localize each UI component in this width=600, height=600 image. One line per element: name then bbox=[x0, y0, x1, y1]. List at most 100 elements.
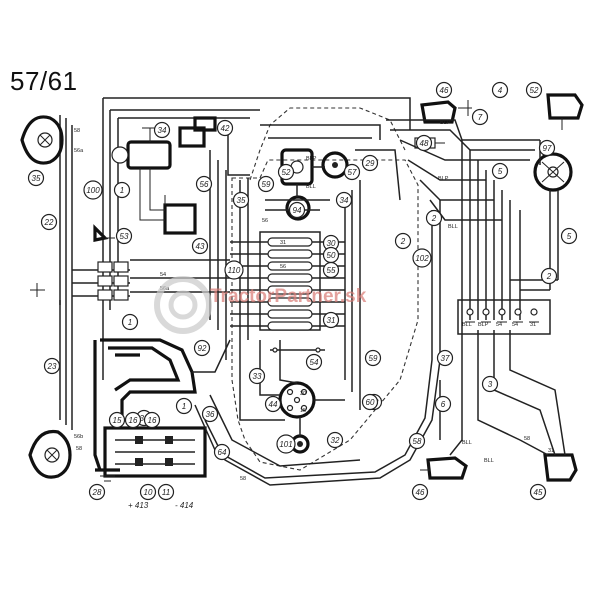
callout-52: 52 bbox=[525, 81, 543, 99]
callout-16: 16 bbox=[124, 411, 142, 429]
callout-5: 5 bbox=[560, 227, 578, 245]
terminal-strip-right bbox=[457, 299, 551, 335]
watermark-text: TractorPartner.sk bbox=[210, 286, 367, 307]
terminal-label: 15 bbox=[300, 408, 306, 414]
terminal-label: BLP bbox=[438, 176, 449, 182]
callout-28: 28 bbox=[88, 483, 106, 501]
callout-label: 32 bbox=[331, 436, 340, 445]
callout-59: 59 bbox=[364, 349, 382, 367]
terminal-label: 54 bbox=[160, 272, 166, 278]
terminal-label: BLL bbox=[462, 322, 472, 328]
callout-label: 23 bbox=[47, 362, 57, 371]
panel-wiring bbox=[227, 124, 401, 436]
callout-label: 53 bbox=[120, 232, 129, 241]
callout-43: 43 bbox=[191, 237, 209, 255]
callout-label: 59 bbox=[262, 180, 271, 189]
callout-48: 48 bbox=[415, 134, 433, 152]
callout-60: 60 bbox=[361, 393, 379, 411]
terminal-label: 31 bbox=[280, 240, 286, 246]
callout-102: 102 bbox=[412, 248, 432, 268]
terminal-label: 58 bbox=[524, 436, 530, 442]
terminal-label: BLL bbox=[462, 440, 472, 446]
callout-92: 92 bbox=[193, 339, 211, 357]
distributor-97 bbox=[533, 152, 573, 192]
callout-label: 1 bbox=[128, 318, 132, 327]
callout-label: 1 bbox=[120, 186, 124, 195]
terminal-label: 56 bbox=[280, 264, 286, 270]
terminal-label: 31 bbox=[548, 448, 554, 454]
callout-22: 22 bbox=[40, 213, 58, 231]
callout-100: 100 bbox=[83, 180, 103, 200]
terminal-label: BLP bbox=[478, 322, 489, 328]
rear-light-lower-left bbox=[420, 456, 468, 480]
callout-59: 59 bbox=[257, 175, 275, 193]
callout-54: 54 bbox=[305, 353, 323, 371]
callout-label: 16 bbox=[129, 416, 138, 425]
callout-50: 50 bbox=[322, 246, 340, 264]
callout-55: 55 bbox=[322, 261, 340, 279]
callout-label: 44 bbox=[269, 400, 278, 409]
callout-label: 42 bbox=[221, 124, 230, 133]
callout-label: 5 bbox=[498, 167, 503, 176]
callout-30: 30 bbox=[322, 234, 340, 252]
callout-2: 2 bbox=[540, 267, 558, 285]
dynamo bbox=[111, 127, 172, 170]
callout-31: 31 bbox=[322, 311, 340, 329]
rear-light-upper-left bbox=[420, 100, 472, 124]
battery bbox=[103, 426, 207, 478]
callout-46: 46 bbox=[411, 483, 429, 501]
callout-label: 6 bbox=[441, 400, 446, 409]
callout-34: 34 bbox=[153, 121, 171, 139]
callout-label: 10 bbox=[144, 488, 153, 497]
watermark: TractorPartner.sk bbox=[154, 276, 367, 334]
callout-label: 54 bbox=[310, 358, 319, 367]
callout-46: 46 bbox=[435, 81, 453, 99]
horn bbox=[178, 116, 217, 148]
callout-label: 34 bbox=[340, 196, 349, 205]
callout-label: 30 bbox=[327, 239, 336, 248]
callout-label: 34 bbox=[158, 126, 167, 135]
callout-36: 36 bbox=[201, 405, 219, 423]
battery-wiring bbox=[93, 338, 231, 471]
terminal-label: 54 bbox=[496, 322, 502, 328]
callout-11: 11 bbox=[157, 483, 175, 501]
callout-label: 2 bbox=[400, 237, 406, 246]
callout-7: 7 bbox=[471, 108, 489, 126]
callout-label: 43 bbox=[196, 242, 205, 251]
terminal-label: BLL bbox=[306, 184, 316, 190]
callout-label: 58 bbox=[413, 437, 422, 446]
gauge-57 bbox=[321, 151, 349, 179]
callout-16: 16 bbox=[143, 411, 161, 429]
callout-label: 55 bbox=[327, 266, 336, 275]
callout-label: 36 bbox=[206, 410, 215, 419]
callout-label: 11 bbox=[162, 488, 170, 497]
callout-label: 33 bbox=[253, 372, 262, 381]
callout-label: 110 bbox=[228, 266, 241, 275]
callout-5: 5 bbox=[491, 162, 509, 180]
callout-35: 35 bbox=[27, 169, 45, 187]
callout-label: 52 bbox=[282, 168, 291, 177]
callout-label: 94 bbox=[293, 206, 302, 215]
callout-110: 110 bbox=[224, 260, 244, 280]
left-harness bbox=[30, 97, 411, 430]
callout-label: 102 bbox=[415, 254, 429, 263]
callout-label: 3 bbox=[488, 380, 493, 389]
callout-label: 56 bbox=[200, 180, 209, 189]
callout-label: 2 bbox=[546, 272, 552, 281]
terminal-label: 56a bbox=[74, 148, 84, 154]
callout-15: 15 bbox=[108, 411, 126, 429]
terminal-label: 30 bbox=[300, 391, 306, 397]
callout-label: 100 bbox=[86, 186, 100, 195]
headlight-upper-left bbox=[20, 115, 64, 165]
callout-label: 5 bbox=[567, 232, 572, 241]
callout-label: 4 bbox=[498, 86, 503, 95]
terminal-label: 58 bbox=[74, 128, 80, 134]
callout-97: 97 bbox=[538, 139, 556, 157]
rear-light-upper-right bbox=[546, 93, 584, 130]
callout-29: 29 bbox=[361, 154, 379, 172]
battery-plus-note: + 413 bbox=[128, 501, 149, 510]
callout-52: 52 bbox=[277, 163, 295, 181]
side-switch-53 bbox=[93, 224, 115, 242]
right-harness bbox=[386, 119, 566, 456]
callout-label: 1 bbox=[182, 402, 186, 411]
